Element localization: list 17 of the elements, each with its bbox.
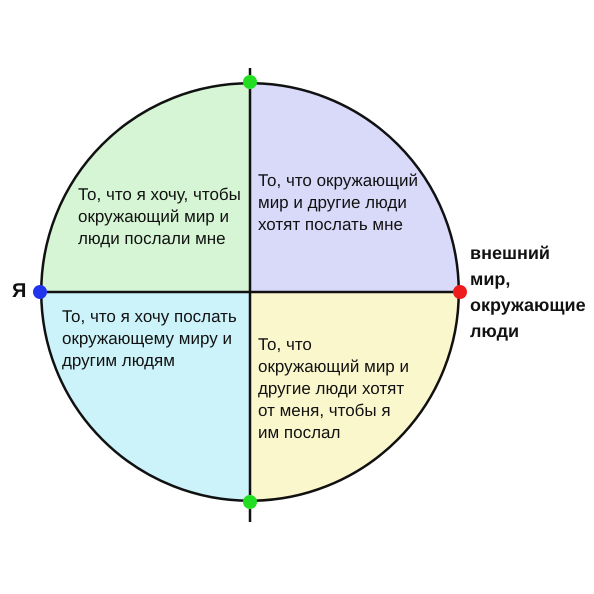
quadrant-sector	[250, 82, 460, 292]
quadrant-sector	[40, 292, 250, 502]
quadrant-text: То, что окружающий мир и другие люди хотят послать мне	[258, 170, 418, 236]
circle-outline	[40, 82, 460, 502]
point-label: Я	[12, 279, 26, 303]
axis-line	[47, 290, 453, 294]
quadrant-sector	[40, 82, 250, 292]
quadrant-sector	[250, 292, 460, 502]
dot-icon	[33, 285, 47, 299]
quadrant-text: То, что окружающий мир и другие люди хотят от меня, чтобы я им послал	[258, 334, 410, 444]
dot-icon	[243, 495, 257, 509]
axis-line	[248, 89, 252, 495]
quadrant-text: То, что я хочу, чтобы окружающий мир и люди послали мне	[78, 184, 242, 250]
dot-icon	[453, 285, 467, 299]
point-label: внешний мир, окружающие люди	[470, 242, 586, 343]
quadrant-text: То, что я хочу послать окружающему миру и другим людям	[62, 306, 238, 372]
dot-icon	[243, 75, 257, 89]
